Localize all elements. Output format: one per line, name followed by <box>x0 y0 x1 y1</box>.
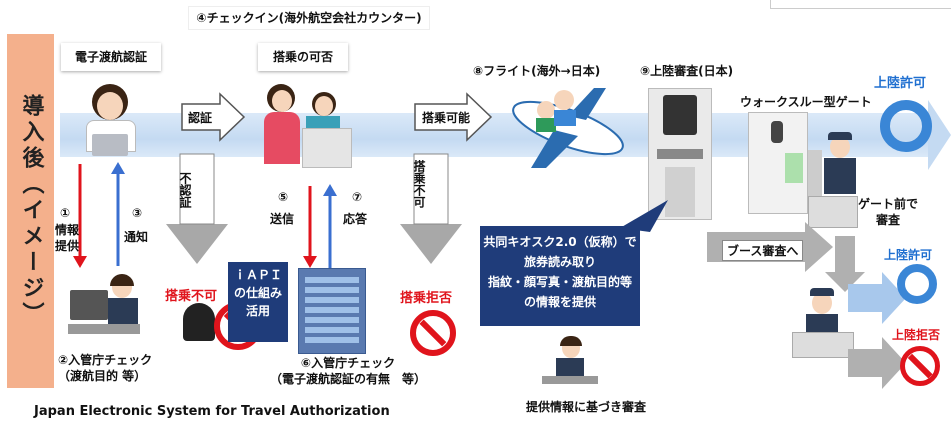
boarding-ok-arrow <box>414 92 493 142</box>
step7-num: ⑦ <box>352 190 363 204</box>
building-icon <box>298 268 366 354</box>
side-label-bar: 導入後（イメージ） <box>7 34 54 388</box>
traveler-laptop-figure <box>80 78 140 158</box>
auth-arrow <box>181 92 246 142</box>
airplane-icon <box>512 88 624 168</box>
no-entry-icon-2 <box>410 310 456 356</box>
kiosk-reviewer-figure <box>540 336 600 386</box>
auth-label: 認証 <box>188 111 213 125</box>
landing-ng-arrow <box>848 337 906 389</box>
step1-text: 情報提供 <box>55 223 80 253</box>
flow-band-arrowhead <box>928 100 951 170</box>
gate-officer-figure <box>822 132 858 198</box>
gate-desk <box>808 196 858 228</box>
landing-ok-arrow <box>848 272 906 324</box>
checkin-counter-figure <box>262 78 352 168</box>
landing-ok-ring-icon-2 <box>897 264 937 304</box>
board-refused-label: 搭乗拒否 <box>400 291 453 306</box>
step1-num: ① <box>60 206 71 220</box>
not-auth-label: 不認証 <box>178 172 192 208</box>
suspicious-person-icon <box>183 303 215 341</box>
gate-post <box>808 150 822 200</box>
step3-text: 通知 <box>124 230 149 244</box>
booth-down-arrow <box>825 236 865 292</box>
booth-officer-figure <box>792 288 854 358</box>
kiosk-review-label: 提供情報に基づき審査 <box>526 400 647 414</box>
footer-text: Japan Electronic System for Travel Autho… <box>34 404 390 419</box>
no-board-label: 搭乗不可 <box>165 289 218 304</box>
landing-ok-label: 上陸許可 <box>874 76 927 91</box>
landing-ng-label: 上陸拒否 <box>892 328 941 342</box>
eta-label: 電子渡航認証 <box>61 43 161 71</box>
walkthrough-label: ウォークスルー型ゲート <box>738 93 874 110</box>
step5-num: ⑤ <box>278 190 289 204</box>
step5-text: 送信 <box>270 212 295 226</box>
eta-exchange-arrows <box>73 162 125 268</box>
immigration-officer-left-figure <box>68 272 148 342</box>
step2-text: ②入管庁チェック （渡航目的 等） <box>58 353 153 383</box>
boarding-ok-label: 搭乗可能 <box>422 111 471 125</box>
kiosk-callout-pointer <box>620 200 668 232</box>
top-right-box <box>770 0 951 9</box>
step6-text: ⑥入管庁チェック （電子渡航認証の有無 等） <box>269 356 426 386</box>
no-entry-icon-3 <box>900 346 940 386</box>
step8-label: ⑧フライト(海外→日本) <box>473 64 601 78</box>
landing-ok-label-2: 上陸許可 <box>884 248 933 262</box>
booth-label: ブース審査へ <box>722 240 804 261</box>
boarding-ng-arrow <box>400 153 462 264</box>
step3-num: ③ <box>132 206 143 220</box>
boarding-ng-label: 搭乗不可 <box>412 160 426 208</box>
kiosk-info-box: 共同キオスク2.0（仮称）で 旅券読み取り 指紋・顔写真・渡航目的等 の情報を提… <box>480 226 640 326</box>
side-label: 導入後（イメージ） <box>18 94 44 328</box>
landing-ok-ring-icon <box>880 100 932 152</box>
not-auth-arrow <box>166 153 228 264</box>
step9-label: ⑨上陸審査(日本) <box>640 64 734 78</box>
gate-review-label: ゲート前で 審査 <box>858 197 919 227</box>
boarding-check-label: 搭乗の可否 <box>258 43 348 71</box>
iapi-exchange-arrows <box>303 184 337 268</box>
kiosk-machine <box>648 88 712 220</box>
step4-label: ④チェックイン(海外航空会社カウンター) <box>188 6 430 30</box>
walkthrough-gate <box>748 112 808 214</box>
step7-text: 応答 <box>343 212 368 226</box>
iapi-box: ｉＡＰＩ の仕組み 活用 <box>228 262 288 342</box>
